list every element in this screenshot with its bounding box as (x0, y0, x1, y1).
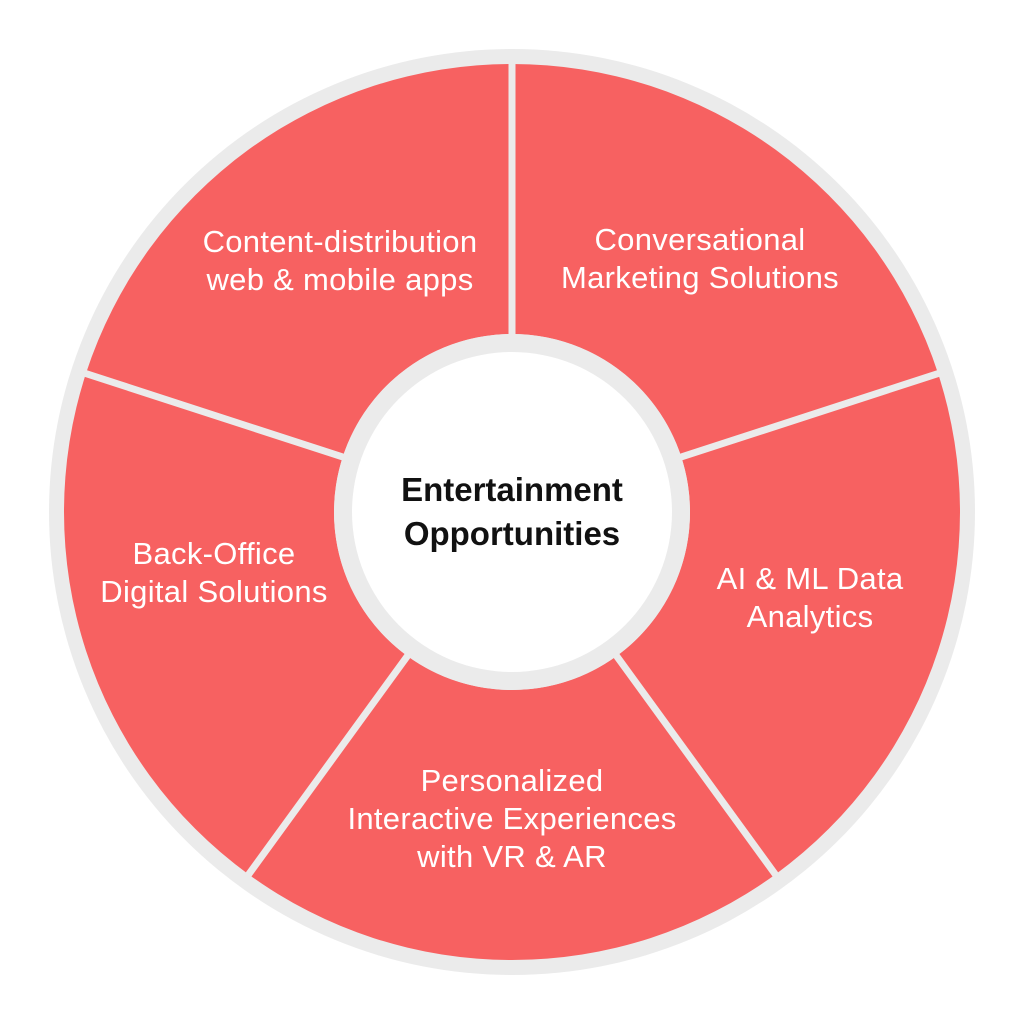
segment-content-distribution (85, 64, 512, 457)
segment-label-line: Personalized (421, 763, 604, 798)
center-title-line: Entertainment (401, 471, 623, 508)
segment-label-line: Digital Solutions (100, 574, 327, 609)
center-disc (352, 352, 672, 672)
segment-divider (238, 650, 413, 888)
center-title-line: Opportunities (404, 515, 620, 552)
segment-label-line: Conversational (595, 222, 806, 257)
segment-label-line: Interactive Experiences (347, 801, 676, 836)
segment-conversational-marketing (512, 64, 939, 457)
segment-label-line: Back-Office (133, 536, 296, 571)
segment-ai-ml-analytics (616, 373, 960, 875)
segment-divider (72, 366, 348, 462)
segment-personalized-experiences (248, 656, 776, 961)
segment-back-office (64, 373, 408, 875)
segment-label-line: Analytics (747, 599, 874, 634)
segment-divider (611, 650, 786, 888)
dividers-group (72, 51, 952, 888)
segment-label-line: Marketing Solutions (561, 260, 839, 295)
segment-divider (676, 366, 952, 462)
segment-label-line: web & mobile apps (205, 262, 473, 297)
segment-label-line: Content-distribution (203, 224, 478, 259)
segments-group (64, 64, 960, 961)
segment-label-line: with VR & AR (416, 839, 607, 874)
segment-label-line: AI & ML Data (717, 561, 904, 596)
